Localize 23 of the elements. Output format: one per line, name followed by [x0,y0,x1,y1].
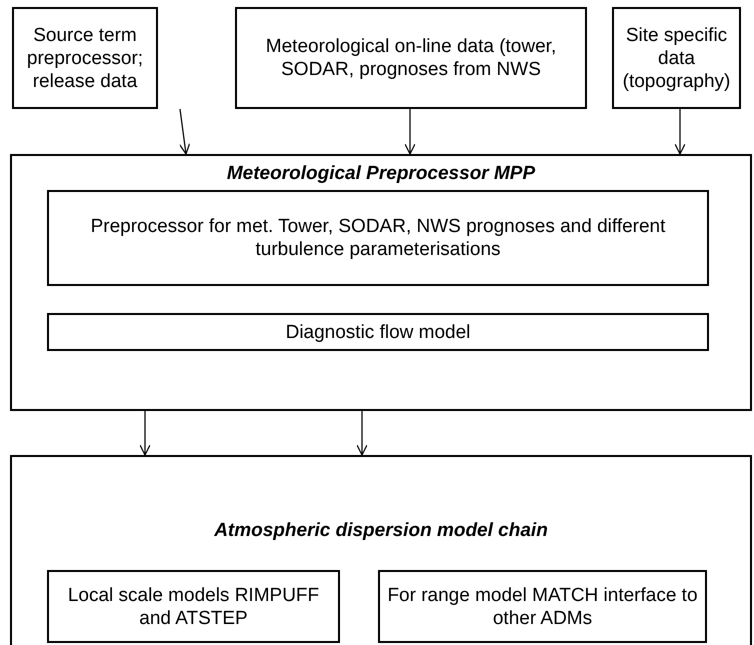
arrow [674,109,686,155]
box-text: Local scale models RIMPUFF and ATSTEP [66,584,320,630]
arrow [404,109,416,155]
process-box [47,190,709,286]
arrow [179,108,190,155]
process-box [12,7,158,109]
box-text: Preprocessor for met. Tower, SODAR, NWS prognoses and different turbulence parameterisations [90,215,666,261]
box-text: Site specific data (topography) [622,24,732,92]
arrow [139,411,151,456]
process-box [612,7,741,109]
box-text: Source term preprocessor; release data [26,24,144,92]
group-box [10,154,752,411]
process-box [47,570,340,643]
group-heading: Atmospheric dispersion model chain [213,519,549,542]
process-box [235,7,587,109]
box-text: Meteorological on-line data (tower, SODAR, prognoses from NWS [264,35,558,81]
group-heading: Meteorological Preprocessor MPP [226,162,536,185]
box-text: For range model MATCH interface to other ADMs [386,584,699,630]
arrow [356,411,368,456]
process-box [47,313,709,351]
group-box [10,455,752,645]
process-box [378,570,707,643]
box-text: Diagnostic flow model [284,320,472,344]
